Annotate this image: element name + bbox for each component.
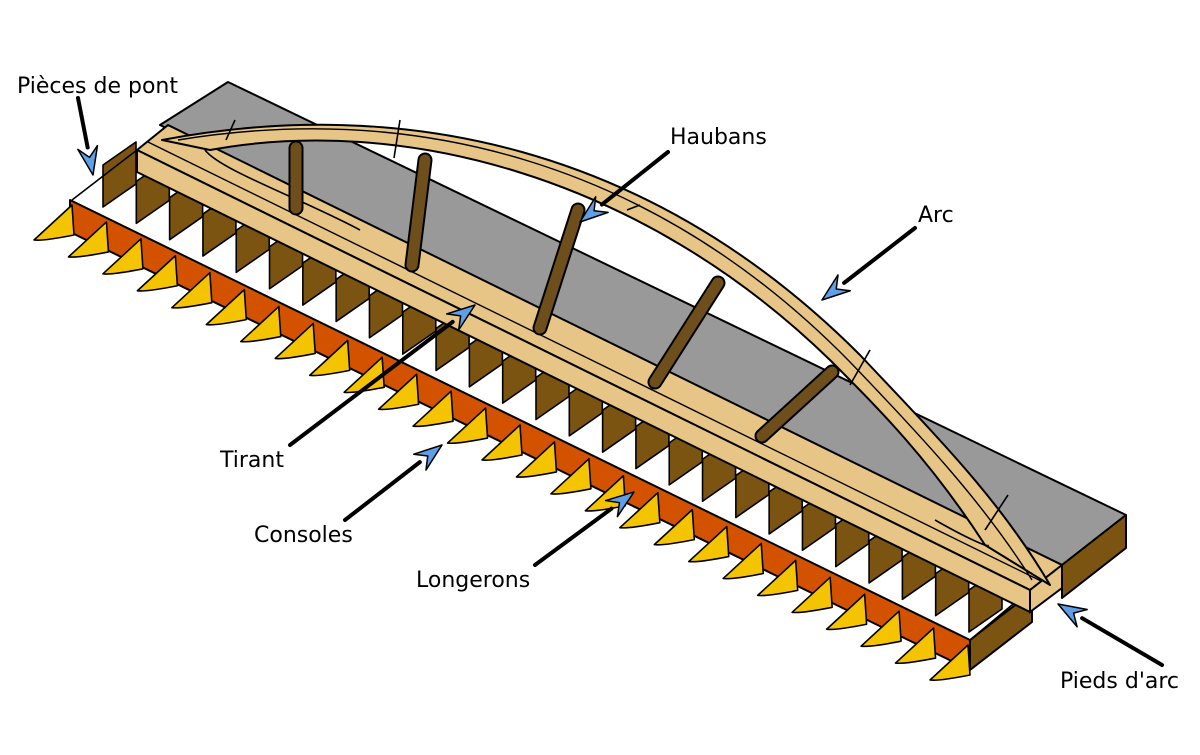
console	[619, 491, 661, 529]
hauban	[756, 366, 838, 442]
arc-segment-joints	[225, 119, 1009, 531]
hauban	[406, 154, 431, 271]
label-tirant: Tirant	[219, 448, 284, 473]
console	[722, 542, 765, 580]
arc-inner-line	[177, 128, 1033, 581]
arrow-shaft	[533, 506, 614, 567]
arc-foot-inner	[204, 149, 361, 231]
console	[860, 610, 902, 648]
arrow-head	[579, 195, 609, 223]
arc	[161, 123, 1051, 586]
arrow-head	[821, 274, 852, 301]
label-arc: Arc	[918, 203, 954, 228]
arrow-shaft	[76, 96, 90, 150]
console	[653, 508, 696, 546]
haubans	[288, 140, 840, 444]
console	[171, 271, 213, 309]
label-pieds-d-arc: Pieds d'arc	[1060, 669, 1179, 694]
console	[67, 221, 110, 258]
label-consoles: Consoles	[254, 523, 353, 548]
arrow-head	[77, 144, 99, 176]
arc-foot-inner-right	[934, 519, 989, 547]
console	[446, 407, 489, 445]
arrow-shaft	[1080, 616, 1164, 667]
cross-beam	[102, 141, 137, 208]
console	[481, 424, 523, 461]
arrow-head	[412, 444, 443, 471]
console	[550, 458, 592, 495]
console	[894, 627, 937, 665]
console	[687, 525, 730, 563]
tirant-line	[147, 141, 1044, 583]
arrow-head	[445, 304, 476, 331]
console	[515, 441, 558, 478]
console	[239, 305, 282, 343]
arrow-head	[1057, 603, 1088, 628]
console	[377, 373, 420, 411]
console	[412, 390, 454, 428]
label-haubans: Haubans	[670, 125, 767, 150]
arrow-shaft	[288, 319, 455, 447]
console	[756, 559, 799, 597]
hauban	[649, 277, 724, 388]
arrow-shaft	[599, 150, 670, 207]
console	[205, 288, 248, 326]
arrow-head	[604, 491, 635, 518]
console	[929, 644, 971, 681]
console	[102, 238, 144, 275]
label-pieces-de-pont: Pièces de pont	[17, 74, 178, 99]
console	[33, 204, 75, 241]
arrows	[76, 96, 1164, 667]
console	[791, 576, 833, 614]
hauban	[534, 204, 584, 334]
console	[308, 339, 351, 377]
console	[825, 593, 868, 631]
console	[274, 322, 317, 360]
longeron-end-face	[969, 591, 1033, 671]
arrow-shaft	[842, 226, 917, 285]
tirant-end-cap	[1029, 562, 1063, 614]
label-longerons: Longerons	[416, 568, 530, 593]
arrow-shaft	[343, 460, 422, 522]
console	[136, 254, 179, 292]
